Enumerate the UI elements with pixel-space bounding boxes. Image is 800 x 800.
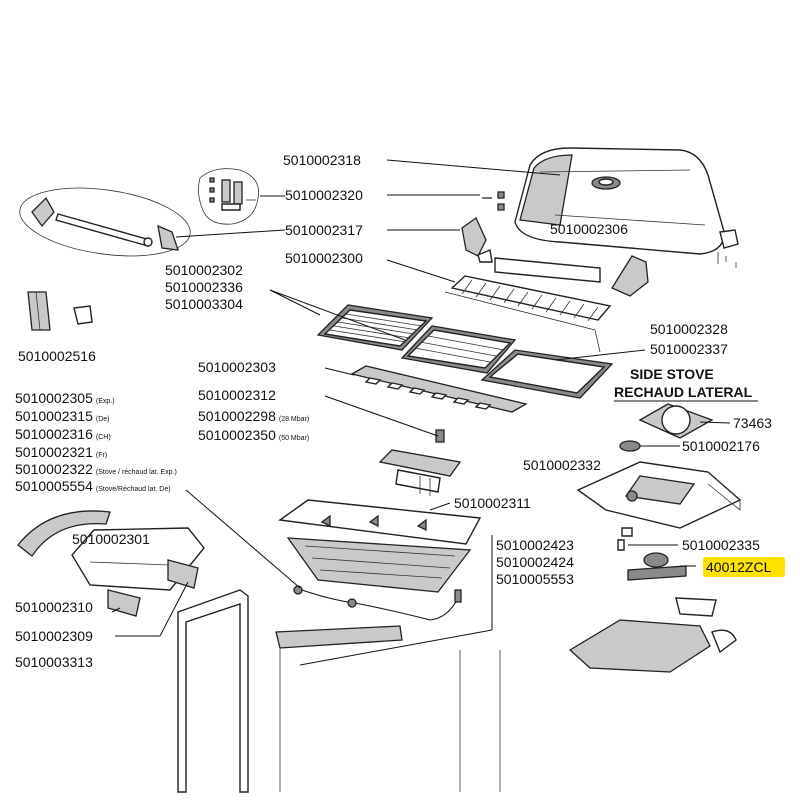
label-5010002315: 5010002315(De)	[15, 408, 110, 424]
side-stove-assembly	[576, 403, 742, 581]
label-5010002312: 5010002312	[198, 387, 276, 403]
hinge-hardware	[198, 168, 259, 225]
label-5010002322: 5010002322(Stove / réchaud lat. Exp.)	[15, 461, 177, 477]
label-5010003313: 5010003313	[15, 654, 93, 670]
label-40012zcl: 40012ZCL	[706, 559, 772, 575]
warming-rack	[444, 275, 612, 353]
label-5010005553: 5010005553	[496, 571, 574, 587]
label-5010002332: 5010002332	[523, 457, 601, 473]
label-5010002316: 5010002316(CH)	[15, 426, 111, 442]
flame-tamer	[350, 365, 528, 413]
side-stove-title-fr: RECHAUD LATERAL	[614, 384, 753, 400]
label-5010002311: 5010002311	[454, 495, 531, 511]
label-5010002335: 5010002335	[682, 537, 760, 553]
firebox	[278, 499, 482, 593]
label-5010003304: 5010003304	[165, 296, 243, 312]
lid-handle	[461, 191, 649, 297]
label-5010002176: 5010002176	[682, 438, 760, 454]
grill-lid	[514, 147, 739, 268]
leader-lines	[111, 159, 731, 666]
label-5010002305: 5010002305(Exp.)	[15, 390, 115, 406]
part-labels: 5010002318 5010002320 5010002317 5010002…	[15, 152, 785, 670]
label-5010002303: 5010002303	[198, 359, 276, 375]
label-73463: 73463	[733, 415, 772, 431]
warming-rack-brackets	[19, 187, 191, 257]
label-5010002298: 5010002298(28 Mbar)	[198, 408, 309, 424]
burner	[378, 429, 462, 496]
side-stove-title-en: SIDE STOVE	[630, 366, 714, 382]
label-5010002516: 5010002516	[18, 348, 96, 364]
label-5010005554: 5010005554(Stove/Réchaud lat. De)	[15, 478, 171, 494]
label-5010002302: 5010002302	[165, 262, 243, 278]
label-5010002328: 5010002328	[650, 321, 728, 337]
label-5010002309: 5010002309	[15, 628, 93, 644]
label-5010002306: 5010002306	[550, 221, 628, 237]
label-5010002300: 5010002300	[285, 250, 363, 266]
label-5010002424: 5010002424	[496, 554, 574, 570]
label-5010002336: 5010002336	[165, 279, 243, 295]
label-5010002423: 5010002423	[496, 537, 574, 553]
label-5010002317: 5010002317	[285, 222, 363, 238]
cooking-grates	[316, 304, 614, 399]
label-5010002301: 5010002301	[72, 531, 150, 547]
label-5010002350: 5010002350(50 Mbar)	[198, 427, 309, 443]
label-5010002320: 5010002320	[285, 187, 363, 203]
side-shelf-right	[568, 597, 737, 673]
label-5010002310: 5010002310	[15, 599, 93, 615]
side-handle-bracket	[27, 291, 93, 331]
gas-valve-assembly	[293, 585, 462, 621]
cart-frame	[177, 589, 501, 793]
label-5010002337: 5010002337	[650, 341, 728, 357]
highlight-40012zcl	[703, 557, 785, 577]
label-5010002321: 5010002321(Fr)	[15, 444, 107, 460]
label-5010002318: 5010002318	[283, 152, 361, 168]
